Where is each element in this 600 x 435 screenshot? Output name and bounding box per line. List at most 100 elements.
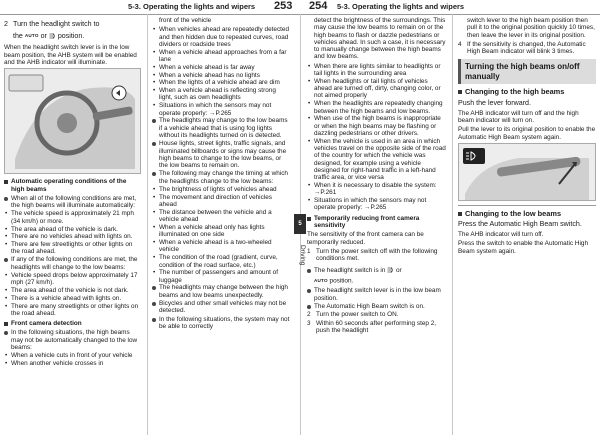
factors-list: The brightness of lights of vehicles ahe… bbox=[152, 186, 291, 284]
paragraph: The headlights may change to the low bea… bbox=[152, 117, 291, 139]
list-item: When headlights or tail lights of vehicl… bbox=[307, 78, 447, 100]
section-divider bbox=[458, 204, 596, 206]
condition-text-post: position. bbox=[329, 277, 354, 285]
list-item: The distance between the vehicle and a v… bbox=[152, 209, 291, 224]
paragraph: The sensitivity of the front camera can … bbox=[307, 231, 424, 246]
column-4: switch lever to the high beam position t… bbox=[458, 17, 596, 257]
step-text: Turn the headlight switch to bbox=[13, 20, 100, 28]
section-heading-temp-sensitivity: Temporarily reducing front camera sensit… bbox=[307, 215, 447, 230]
paragraph: If any of the following conditions are m… bbox=[4, 256, 141, 271]
auto-icon: AUTO bbox=[24, 32, 39, 38]
step-text: Turn the power switch off with the follo… bbox=[316, 247, 438, 263]
list-item: The number of passengers and amount of l… bbox=[152, 269, 291, 284]
list-item: When a vehicle ahead is far away bbox=[152, 64, 291, 72]
step-number: 3 bbox=[307, 319, 311, 327]
step-2-line2: the AUTO or position. bbox=[4, 32, 141, 41]
column-divider-1 bbox=[147, 14, 148, 435]
list-item: The area ahead of the vehicle is not dar… bbox=[4, 287, 141, 295]
camera-list: When a vehicle cuts in front of your veh… bbox=[4, 352, 141, 367]
step-text-post: position. bbox=[57, 31, 85, 40]
list-item: When there are lights similar to headlig… bbox=[307, 63, 447, 78]
list-item: When a vehicle ahead approaches from a f… bbox=[152, 49, 291, 64]
condition-text-or: or bbox=[395, 266, 402, 274]
step-number: 2 bbox=[307, 311, 311, 319]
list-item: The condition of the road (gradient, cur… bbox=[152, 254, 291, 269]
step-number: 4 bbox=[458, 40, 462, 48]
column-1: 2 Turn the headlight switch to the AUTO … bbox=[4, 17, 141, 368]
left-page-number: 253 bbox=[274, 0, 293, 12]
list-item: Situations in which the sensors may not … bbox=[152, 102, 291, 117]
step-number: 2 bbox=[4, 20, 8, 28]
paragraph: When the headlight switch lever is in th… bbox=[4, 44, 137, 66]
continued-text: switch lever to the high beam position t… bbox=[467, 17, 595, 39]
paragraph: In the following situations, the system … bbox=[152, 316, 291, 331]
list-item: When it is necessary to disable the syst… bbox=[307, 182, 447, 197]
section-heading-manual: Turning the high beams on/off manually bbox=[458, 59, 596, 85]
step-1: 1 Turn the power switch off with the fol… bbox=[307, 248, 447, 263]
conditions-list-1: The vehicle speed is approximately 21 mp… bbox=[4, 210, 141, 255]
section-heading-auto-conditions: Automatic operating conditions of the hi… bbox=[4, 178, 141, 193]
high-beam-icon bbox=[49, 32, 55, 39]
condition-position: AUTO position. bbox=[307, 277, 447, 285]
list-item: When a vehicle ahead is reflecting stron… bbox=[152, 87, 291, 102]
steering-column-illustration bbox=[5, 69, 140, 174]
left-section-title: 5-3. Operating the lights and wipers bbox=[128, 2, 256, 11]
condition-headlight-switch: The headlight switch is in or bbox=[307, 267, 447, 274]
list-item: When vehicles ahead are repeatedly detec… bbox=[152, 26, 291, 48]
page-header: 5-3. Operating the lights and wipers 253… bbox=[0, 0, 600, 15]
list-item: The movement and direction of vehicles a… bbox=[152, 194, 291, 209]
list-item: The vehicle speed is approximately 21 mp… bbox=[4, 210, 141, 225]
step-text: Within 60 seconds after performing step … bbox=[316, 319, 437, 334]
list-item: When a vehicle ahead has no lights bbox=[152, 72, 291, 80]
list-item: Situations in which the sensors may not … bbox=[307, 197, 447, 212]
list-item: When a vehicle ahead is a two-wheeled ve… bbox=[152, 239, 291, 254]
paragraph: In the following situations, the high be… bbox=[4, 329, 141, 351]
step-text: If the sensitivity is changed, the Autom… bbox=[467, 40, 586, 56]
paragraph: Press the switch to enable the Automatic… bbox=[458, 240, 589, 255]
auto-icon: AUTO bbox=[314, 277, 328, 283]
list-item: When the headlights are repeatedly chang… bbox=[307, 100, 447, 115]
step-3: 3 Within 60 seconds after performing ste… bbox=[307, 320, 447, 335]
chapter-label: Driving bbox=[299, 244, 306, 266]
paragraph: The AHB indicator will turn off and the … bbox=[458, 109, 579, 124]
list-item: There are no vehicles ahead with lights … bbox=[4, 233, 141, 241]
column-3: detect the brightness of the surrounding… bbox=[307, 17, 447, 335]
step-2: 2 Turn the headlight switch to bbox=[4, 20, 141, 29]
column-2: front of the vehicle When vehicles ahead… bbox=[152, 17, 291, 331]
right-section-title: 5-3. Operating the lights and wipers bbox=[337, 2, 465, 11]
list-item: There is a vehicle ahead with lights on. bbox=[4, 295, 141, 303]
right-page-number: 254 bbox=[309, 0, 328, 12]
situations-list: When vehicles ahead are repeatedly detec… bbox=[152, 26, 291, 117]
list-item: There are many streetlights or other lig… bbox=[4, 303, 141, 318]
list-item: When the vehicle is used in an area in w… bbox=[307, 138, 447, 182]
list-item: When the lights of a vehicle ahead are d… bbox=[152, 79, 291, 87]
section-heading-front-camera: Front camera detection bbox=[4, 320, 141, 327]
column-divider-3 bbox=[452, 14, 453, 435]
paragraph: Push the lever forward. bbox=[458, 99, 531, 108]
condition-lever: The headlight switch lever is in the low… bbox=[307, 287, 447, 302]
detection-list: When there are lights similar to headlig… bbox=[307, 63, 447, 212]
paragraph: The following may change the timing at w… bbox=[152, 170, 291, 185]
paragraph: The headlights may change between the hi… bbox=[152, 284, 291, 299]
list-item: There are few streetlights or other ligh… bbox=[4, 241, 141, 256]
high-beam-icon bbox=[387, 266, 393, 273]
lever-push-figure bbox=[458, 142, 596, 201]
step-4: 4 If the sensitivity is changed, the Aut… bbox=[458, 41, 596, 56]
list-item: The brightness of lights of vehicles ahe… bbox=[152, 186, 291, 194]
paragraph: The AHB indicator will turn off. bbox=[458, 231, 544, 239]
list-item: When a vehicle ahead only has lights ill… bbox=[152, 224, 291, 239]
lever-push-illustration bbox=[459, 143, 595, 200]
continued-text: front of the vehicle bbox=[159, 17, 212, 24]
list-item: When use of the high beams is inappropri… bbox=[307, 115, 447, 137]
paragraph: Press the Automatic High Beam switch. bbox=[458, 220, 582, 229]
subheading-high-beams: Changing to the high beams bbox=[458, 88, 596, 97]
list-item: When another vehicle crosses in bbox=[4, 360, 141, 368]
subheading-low-beams: Changing to the low beams bbox=[458, 209, 596, 219]
step-number: 1 bbox=[307, 247, 311, 255]
list-item: The area ahead of the vehicle is dark. bbox=[4, 226, 141, 234]
paragraph: House lights, street lights, traffic sig… bbox=[152, 140, 291, 169]
list-item: Vehicle speed drops below approximately … bbox=[4, 272, 141, 287]
list-item: When a vehicle cuts in front of your veh… bbox=[4, 352, 141, 360]
conditions-list-2: Vehicle speed drops below approximately … bbox=[4, 272, 141, 317]
condition-ahb-switch: The Automatic High Beam switch is on. bbox=[307, 303, 447, 310]
